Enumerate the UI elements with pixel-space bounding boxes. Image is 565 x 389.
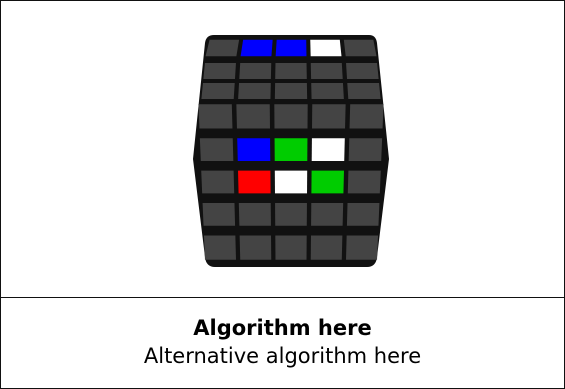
front-sticker-0-2 (274, 104, 308, 129)
front-sticker-0-4 (349, 104, 384, 129)
top-sticker-2 (275, 39, 307, 57)
front-sticker-0-0 (198, 104, 233, 129)
upper-side-sticker-0-1 (239, 63, 272, 79)
caption-panel: Algorithm here Alternative algorithm her… (1, 298, 564, 388)
top-sticker-0 (205, 39, 240, 57)
front-sticker-2-1 (238, 170, 271, 194)
upper-side-sticker-1-3 (311, 83, 344, 99)
upper-side-sticker-1-1 (238, 83, 271, 99)
upper-side-sticker-0-4 (346, 63, 379, 79)
front-sticker-2-0 (201, 170, 235, 194)
front-sticker-4-1 (239, 235, 272, 260)
upper-side-sticker-1-2 (274, 83, 308, 99)
cube-diagram (193, 35, 389, 267)
front-sticker-4-4 (345, 235, 379, 260)
front-sticker-2-2 (274, 170, 308, 194)
alternative-algorithm: Alternative algorithm here (143, 344, 422, 368)
front-sticker-4-2 (275, 235, 307, 260)
front-sticker-0-3 (312, 104, 346, 129)
front-sticker-2-3 (311, 170, 344, 194)
front-sticker-0-1 (236, 104, 270, 129)
upper-side-sticker-0-2 (275, 63, 307, 79)
front-sticker-1-2 (274, 138, 308, 161)
front-sticker-3-0 (202, 203, 236, 226)
front-sticker-1-3 (311, 138, 345, 161)
front-sticker-1-1 (237, 138, 271, 161)
upper-side-sticker-1-4 (347, 83, 381, 99)
front-sticker-2-4 (347, 170, 381, 194)
upper-side-sticker-0-3 (310, 63, 343, 79)
card-divider (1, 297, 564, 298)
top-sticker-3 (310, 39, 342, 57)
upper-side-sticker-0-0 (203, 63, 236, 79)
front-sticker-4-3 (310, 235, 343, 260)
top-sticker-4 (343, 39, 377, 57)
cube-diagram-panel (1, 1, 564, 297)
upper-side-sticker-1-0 (201, 83, 235, 99)
front-sticker-3-4 (346, 203, 380, 226)
front-sticker-3-2 (275, 203, 307, 226)
front-sticker-1-0 (199, 138, 234, 161)
front-sticker-1-4 (348, 138, 383, 161)
front-sticker-3-3 (311, 203, 344, 226)
front-sticker-3-1 (238, 203, 271, 226)
algorithm-title: Algorithm here (193, 316, 372, 340)
top-sticker-1 (240, 39, 273, 57)
front-sticker-4-0 (203, 235, 237, 260)
